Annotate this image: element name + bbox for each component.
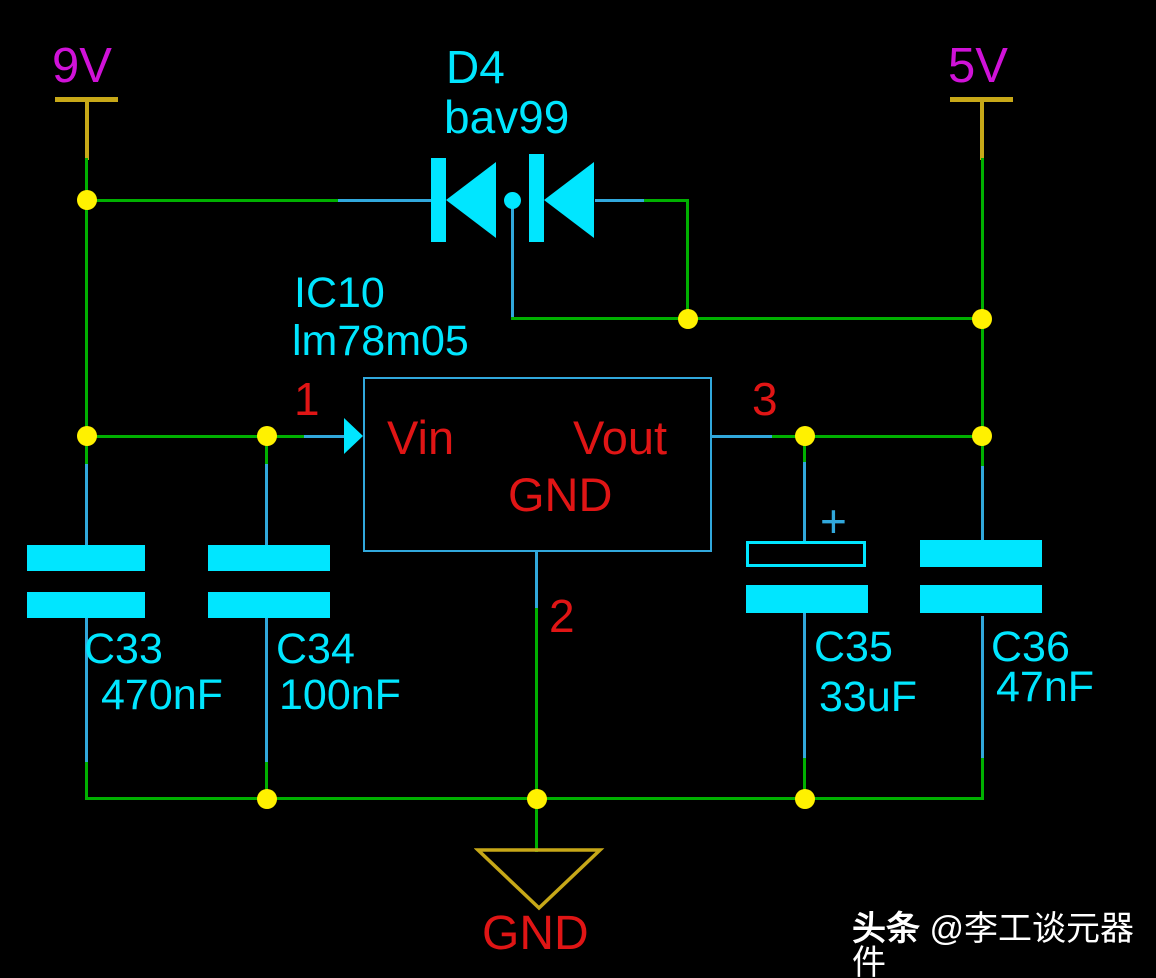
- junction-dot: [527, 789, 547, 809]
- capacitor-c33-bottom-plate: [27, 592, 145, 618]
- regulator-vin-label: Vin: [387, 411, 455, 464]
- junction-dot: [795, 426, 815, 446]
- regulator-pin1-arrow-icon: [344, 418, 363, 454]
- power-5v-label: 5V: [948, 39, 1008, 93]
- diode-part-label: bav99: [444, 91, 570, 143]
- capacitor-c36-bottom-plate: [920, 585, 1042, 613]
- capacitor-c35-top-plate: [746, 541, 866, 567]
- capacitor-c36-top-plate: [920, 540, 1042, 567]
- capacitor-c34-ref: C34: [276, 625, 355, 673]
- regulator-pin3-number: 3: [752, 373, 778, 425]
- wire-diode-right-drop: [686, 200, 689, 320]
- wire-pin3-lead: [712, 435, 774, 438]
- wire-c35-top-green: [803, 438, 806, 464]
- regulator-vout-label: Vout: [573, 411, 668, 464]
- watermark-handle: @李工谈元器件: [852, 910, 1134, 978]
- wire-c33-top-lead: [85, 464, 88, 546]
- power-9v-label: 9V: [52, 39, 112, 93]
- wire-c36-top-green: [981, 438, 984, 468]
- diode-cathode-bar-right: [529, 154, 544, 242]
- power-9v-stub: [85, 102, 89, 160]
- diode-triangle-right-icon: [544, 162, 594, 238]
- junction-dot: [77, 190, 97, 210]
- wire-c33-top-green: [85, 438, 88, 466]
- wire-pin1-lead: [304, 435, 346, 438]
- capacitor-c36-value: 47nF: [996, 663, 1095, 711]
- wire-c34-bottom-lead: [265, 617, 268, 765]
- capacitor-c35-value: 33uF: [819, 673, 918, 721]
- wire-c36-bottom-lead: [981, 616, 984, 762]
- capacitor-c34-bottom-plate: [208, 592, 330, 618]
- wire-pin2-lead: [535, 552, 538, 610]
- junction-dot: [257, 789, 277, 809]
- watermark-brand: 头条: [852, 910, 920, 948]
- junction-dot: [972, 309, 992, 329]
- wire-c34-bottom-green: [265, 762, 268, 800]
- regulator-gnd-label: GND: [508, 468, 613, 521]
- wire-input-main: [85, 435, 306, 438]
- wire-diode-lead-right: [595, 199, 646, 202]
- wire-c35-bottom-green: [803, 758, 806, 800]
- diode-cathode-bar-left: [431, 158, 446, 242]
- gnd-net-label: GND: [482, 907, 589, 960]
- wire-c36-bottom-green: [981, 758, 984, 800]
- wire-output-main: [772, 435, 983, 438]
- wire-c35-top-lead: [803, 462, 806, 542]
- wire-c33-bottom-green: [85, 762, 88, 800]
- capacitor-c35-plus-mark: +: [820, 495, 847, 547]
- power-5v-stub: [980, 102, 984, 160]
- regulator-ref-label: IC10: [294, 269, 385, 317]
- wire-c35-bottom-lead: [803, 613, 806, 761]
- capacitor-c36-ref: C36: [991, 623, 1070, 671]
- wire-5v-rail: [981, 158, 984, 438]
- junction-dot: [257, 426, 277, 446]
- capacitor-c35-ref: C35: [814, 623, 893, 671]
- wire-gnd-stem: [535, 798, 538, 852]
- wire-diode-tap-green: [85, 199, 340, 202]
- wire-c36-top-lead: [981, 466, 984, 542]
- watermark: 头条 @李工谈元器件: [852, 912, 1156, 978]
- diode-triangle-left-icon: [446, 162, 496, 238]
- wire-c34-top-green: [265, 438, 268, 466]
- junction-dot: [795, 789, 815, 809]
- wire-c33-bottom-lead: [85, 617, 88, 765]
- power-5v-bar: [950, 97, 1013, 102]
- wire-5v-feedback: [511, 317, 983, 320]
- capacitor-c35-bottom-plate: [746, 585, 868, 613]
- wire-pin2-green: [535, 608, 538, 800]
- junction-dot: [678, 309, 698, 329]
- capacitor-c33-ref: C33: [84, 625, 163, 673]
- wire-c34-top-lead: [265, 464, 268, 546]
- wire-9v-rail: [85, 158, 88, 438]
- capacitor-c34-value: 100nF: [279, 671, 401, 719]
- gnd-symbol-icon: [474, 848, 605, 911]
- diode-ref-label: D4: [446, 41, 505, 93]
- wire-diode-center-drop: [511, 205, 514, 319]
- regulator-body: [363, 377, 712, 552]
- wire-diode-lead-left: [338, 199, 433, 202]
- power-9v-bar: [55, 97, 118, 102]
- regulator-pin1-number: 1: [294, 373, 320, 425]
- junction-dot: [972, 426, 992, 446]
- regulator-part-label: lm78m05: [292, 317, 469, 365]
- capacitor-c33-value: 470nF: [101, 671, 223, 719]
- junction-dot: [77, 426, 97, 446]
- diode-center-dot: [504, 192, 521, 209]
- capacitor-c34-top-plate: [208, 545, 330, 571]
- wire-diode-right-green: [644, 199, 689, 202]
- regulator-pin2-number: 2: [549, 590, 575, 642]
- capacitor-c33-top-plate: [27, 545, 145, 571]
